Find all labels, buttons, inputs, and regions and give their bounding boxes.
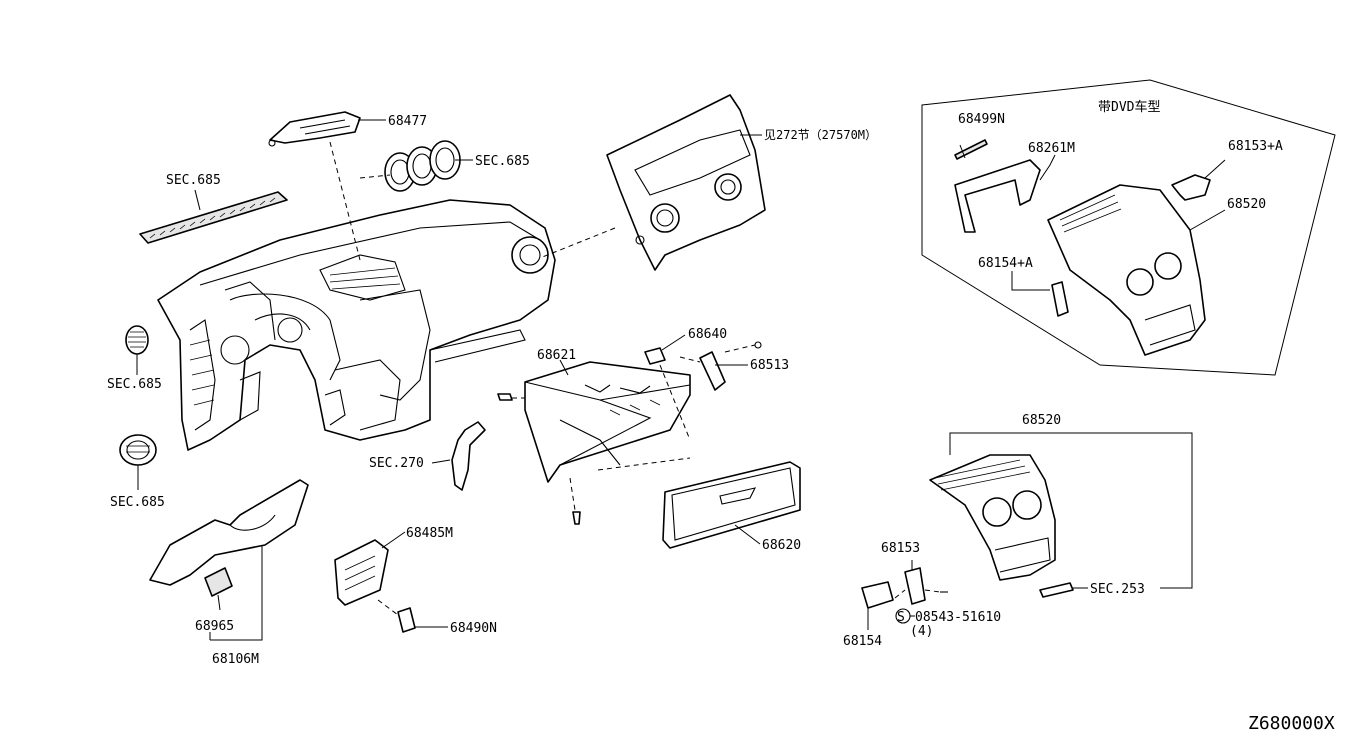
label-sec685-grille: SEC.685 xyxy=(166,173,221,188)
label-68106m: 68106M xyxy=(212,652,259,667)
label-68153: 68153 xyxy=(881,541,920,556)
sensor-68477 xyxy=(268,111,361,147)
label-68513: 68513 xyxy=(750,358,789,373)
screw-symbol: S xyxy=(897,610,905,625)
damper-68513 xyxy=(699,341,762,391)
clip-68490n xyxy=(397,607,416,633)
label-68154: 68154 xyxy=(843,634,882,649)
label-sec685-left1: SEC.685 xyxy=(107,377,162,392)
label-screw: 08543-51610 xyxy=(915,610,1001,625)
label-68621: 68621 xyxy=(537,348,576,363)
label-68499n: 68499N xyxy=(958,112,1005,127)
upper-vent-grille xyxy=(139,191,288,244)
label-sec685-left2: SEC.685 xyxy=(110,495,165,510)
side-vent-lower xyxy=(119,434,157,466)
label-68965: 68965 xyxy=(195,619,234,634)
bracket-sec270 xyxy=(451,421,486,491)
lower-cover-68106m xyxy=(149,479,309,586)
label-sec270: SEC.270 xyxy=(369,456,424,471)
glove-box-housing xyxy=(524,361,691,483)
bracket-68154 xyxy=(861,581,894,609)
clip-68965 xyxy=(204,567,233,597)
fastener-small xyxy=(497,393,581,525)
bracket-68153 xyxy=(904,567,926,605)
label-sec253: SEC.253 xyxy=(1090,582,1145,597)
label-68477: 68477 xyxy=(388,114,427,129)
label-68490n: 68490N xyxy=(450,621,497,636)
instrument-panel xyxy=(157,199,556,451)
label-68520: 68520 xyxy=(1022,413,1061,428)
bracket-68485m xyxy=(334,539,389,606)
label-68154a: 68154+A xyxy=(978,256,1033,271)
side-vent-upper xyxy=(125,325,149,355)
leader-lines xyxy=(136,119,1226,641)
label-68620: 68620 xyxy=(762,538,801,553)
dvd-inset xyxy=(921,79,1336,376)
assembly-lines xyxy=(329,141,941,616)
label-68485m: 68485M xyxy=(406,526,453,541)
label-screw-qty: (4) xyxy=(910,624,933,639)
label-ref272: 见272节（27570M） xyxy=(764,128,877,142)
clip-68640 xyxy=(644,347,666,365)
part-labels: 68477 SEC.685 SEC.685 SEC.685 SEC.685 见2… xyxy=(107,99,1335,734)
inset-title: 带DVD车型 xyxy=(1098,99,1160,115)
center-panel-68520 xyxy=(929,454,1074,598)
center-finisher-272 xyxy=(606,94,766,271)
label-68261m: 68261M xyxy=(1028,141,1075,156)
label-68153a: 68153+A xyxy=(1228,139,1283,154)
label-68640: 68640 xyxy=(688,327,727,342)
glove-box-lid xyxy=(662,461,801,549)
label-68520-inset: 68520 xyxy=(1227,197,1266,212)
center-vents-top xyxy=(384,140,461,192)
label-sec685-top: SEC.685 xyxy=(475,154,530,169)
diagram-id: Z680000X xyxy=(1248,713,1335,734)
